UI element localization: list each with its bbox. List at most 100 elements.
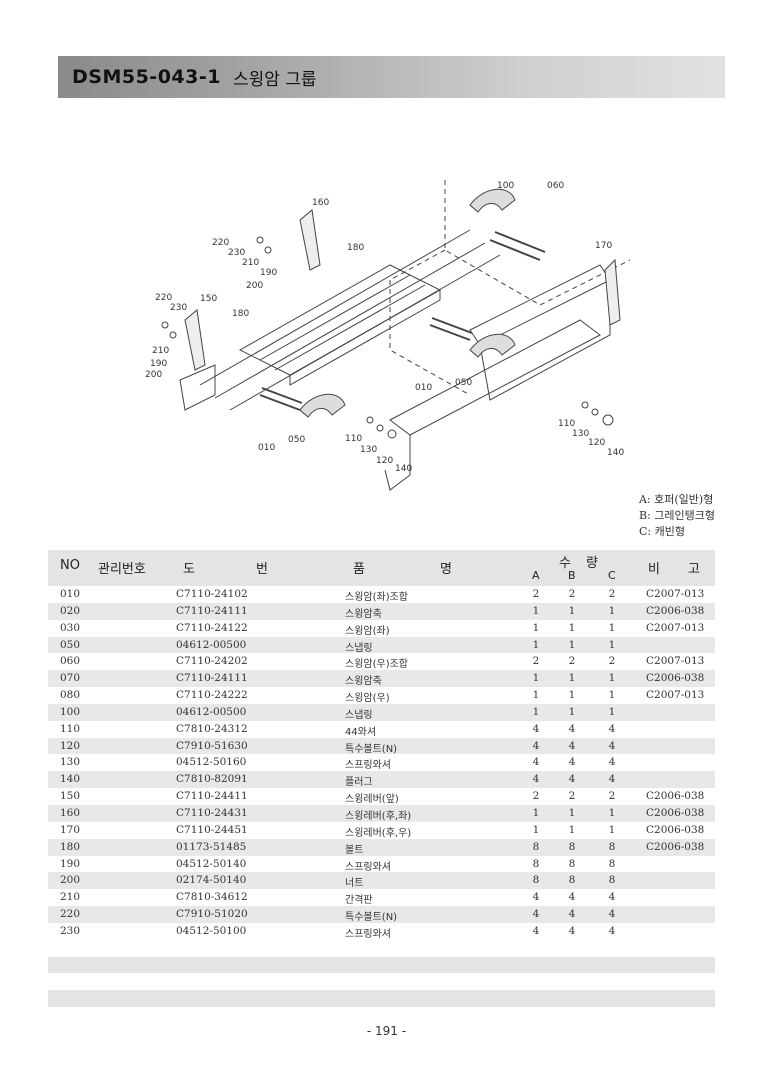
cell-qty-a: 2 <box>532 790 540 803</box>
callout-140: 140 <box>395 464 412 474</box>
cell-qty-a: 1 <box>532 689 540 702</box>
cell-qty-a: 2 <box>532 655 540 668</box>
cell-qty-b: 1 <box>568 638 576 651</box>
callout-230: 230 <box>228 248 245 258</box>
cell-no: 110 <box>60 722 81 735</box>
cell-qty-b: 1 <box>568 672 576 685</box>
callout-050: 050 <box>455 378 472 388</box>
cell-qty-c: 4 <box>608 756 616 769</box>
cell-part-name: 스윙암(좌) <box>345 625 390 637</box>
cell-part-name: 간격판 <box>345 895 373 907</box>
callout-220b: 220 <box>155 293 172 303</box>
cell-qty-b: 1 <box>568 823 576 836</box>
table-header: NO 관리번호 도 번 품 명 수 량 A B C 비 고 <box>48 550 715 586</box>
cell-qty-c: 8 <box>608 857 616 870</box>
cell-no: 020 <box>60 604 81 617</box>
header-qty-1: 수 <box>559 556 571 571</box>
cell-qty-a: 2 <box>532 588 540 600</box>
header-name-1: 품 <box>353 562 365 577</box>
cell-qty-c: 1 <box>608 604 616 617</box>
cell-qty-a: 8 <box>532 857 540 870</box>
cell-qty-b: 4 <box>568 756 576 769</box>
callout-150: 150 <box>200 294 217 304</box>
cell-qty-b: 4 <box>568 891 576 904</box>
cell-no: 180 <box>60 840 81 853</box>
cell-remark: C2007-013 <box>646 689 705 702</box>
cell-part-number: 01173-51485 <box>176 840 247 853</box>
cell-qty-a: 1 <box>532 672 540 685</box>
cell-remark: C2007-013 <box>646 655 705 668</box>
cell-part-number: C7110-24202 <box>176 655 248 668</box>
cell-part-name: 스프링와셔 <box>345 928 391 940</box>
callout-210: 210 <box>242 258 259 268</box>
cell-part-name: 스프링와셔 <box>345 861 391 873</box>
page-number: - 191 - <box>366 1024 407 1038</box>
callout-010b: 010 <box>258 443 275 453</box>
legend-c: C: 캐빈형 <box>638 525 685 538</box>
callout-160: 160 <box>312 198 329 208</box>
legend-a: A: 호퍼(일반)형 <box>638 493 714 506</box>
header-type-c: C <box>608 569 616 582</box>
cell-qty-a: 1 <box>532 705 540 718</box>
cell-part-number: 04512-50160 <box>176 756 247 769</box>
cell-part-number: C7110-24411 <box>176 790 248 803</box>
header-no: NO <box>60 558 80 573</box>
title-bar: DSM55-043-1 스윙암 그룹 <box>58 56 725 98</box>
callout-170: 170 <box>595 241 612 251</box>
type-legend: A: 호퍼(일반)형 B: 그레인탱크형 C: 캐빈형 <box>639 492 715 540</box>
cell-part-number: C7910-51020 <box>176 908 248 921</box>
cell-qty-b: 8 <box>568 857 576 870</box>
callout-060: 060 <box>547 181 564 191</box>
cell-part-number: C7810-34612 <box>176 891 248 904</box>
cell-remark: C2006-038 <box>646 840 705 853</box>
cell-no: 010 <box>60 588 81 600</box>
cell-no: 150 <box>60 790 81 803</box>
cell-part-number: C7110-24102 <box>176 588 248 600</box>
cell-part-name: 스윙암(우)조합 <box>345 659 409 671</box>
cell-part-name: 스프링와셔 <box>345 760 391 772</box>
cell-qty-a: 1 <box>532 823 540 836</box>
cell-qty-c: 1 <box>608 806 616 819</box>
cell-qty-b: 8 <box>568 840 576 853</box>
cell-no: 100 <box>60 705 81 718</box>
cell-part-number: C7910-51630 <box>176 739 248 752</box>
callout-200: 200 <box>246 281 263 291</box>
cell-remark: C2006-038 <box>646 806 705 819</box>
cell-part-name: 스윙암(우) <box>345 693 390 705</box>
cell-part-number: 04512-50140 <box>176 857 247 870</box>
group-title: 스윙암 그룹 <box>232 69 317 90</box>
callout-140b: 140 <box>607 448 624 458</box>
cell-part-name: 특수볼트(N) <box>345 912 398 924</box>
cell-qty-a: 4 <box>532 739 540 752</box>
cell-no: 130 <box>60 756 81 769</box>
callout-180b: 180 <box>232 309 249 319</box>
cell-qty-c: 1 <box>608 705 616 718</box>
callout-210b: 210 <box>152 346 169 356</box>
cell-part-number: 04612-00500 <box>176 705 247 718</box>
cell-part-number: C7810-24312 <box>176 722 248 735</box>
cell-no: 190 <box>60 857 81 870</box>
cell-part-name: 스윙레버(후,좌) <box>345 810 412 822</box>
cell-part-name: 스냅링 <box>345 642 373 654</box>
cell-qty-b: 1 <box>568 705 576 718</box>
cell-qty-c: 1 <box>608 621 616 634</box>
header-name-2: 명 <box>440 562 452 577</box>
header-mgmt-no: 관리번호 <box>98 562 146 577</box>
cell-part-name: 특수볼트(N) <box>345 743 398 755</box>
blank-row <box>48 973 715 990</box>
cell-no: 210 <box>60 891 81 904</box>
cell-qty-b: 8 <box>568 874 576 887</box>
cell-remark: C2007-013 <box>646 588 705 600</box>
cell-qty-c: 1 <box>608 689 616 702</box>
cell-qty-b: 4 <box>568 722 576 735</box>
